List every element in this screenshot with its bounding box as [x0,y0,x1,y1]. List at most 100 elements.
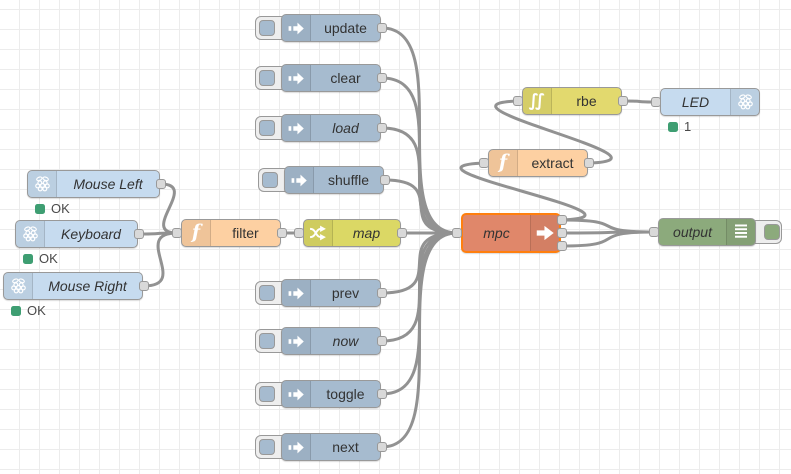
node-filter[interactable]: f filter [172,219,287,247]
node-label: update [324,20,367,36]
output-port-0[interactable] [377,442,387,452]
wire-extract-to-rbe[interactable] [494,99,613,165]
icon-region [726,219,755,245]
inject-arrow-icon [287,19,306,38]
output-port-0[interactable] [397,228,407,238]
input-port[interactable] [452,228,462,238]
icon-region [730,89,759,115]
node-now[interactable]: now [255,327,387,355]
output-port-0[interactable] [377,73,387,83]
node-next[interactable]: next [255,433,387,461]
inject-button[interactable] [259,20,275,36]
wire-mpc-to-extract[interactable] [459,161,587,222]
inject-button[interactable] [259,120,275,136]
node-body: next [281,433,381,461]
node-label: clear [330,70,361,86]
inject-button[interactable] [259,70,275,86]
node-label: Mouse Right [48,278,127,294]
wire-next-to-mpc[interactable] [381,231,458,449]
node-load[interactable]: load [255,114,387,142]
icon-region [304,220,333,246]
icon-region [282,15,311,41]
output-port-0[interactable] [134,229,144,239]
node-clear[interactable]: clear [255,64,387,92]
icon-region [285,167,314,193]
icon-region: f [489,150,518,176]
input-port[interactable] [651,97,661,107]
status-dot [23,254,33,264]
output-port-0[interactable] [584,158,594,168]
node-status: OK [35,202,70,215]
node-label: load [332,120,359,136]
node-mpc[interactable]: mpc [452,213,567,253]
node-shuffle[interactable]: shuffle [258,166,390,194]
output-port-0[interactable] [377,123,387,133]
node-body: shuffle [284,166,384,194]
wire-shuffle-to-mpc[interactable] [384,178,458,235]
output-port-0[interactable] [156,179,166,189]
output-port-2[interactable] [557,241,567,251]
raspberry-icon [21,225,40,244]
status-text: OK [39,251,58,266]
wire-mouse-right-to-filter[interactable] [143,231,178,288]
input-port[interactable] [649,227,659,237]
output-port-0[interactable] [377,336,387,346]
input-port[interactable] [172,228,182,238]
block-arrow-icon [534,222,556,244]
icon-region: ∫∫ [523,88,552,114]
hysteresis-icon: ∫∫ [528,90,546,111]
status-dot [35,204,45,214]
wire-mouse-left-to-filter[interactable] [160,182,178,235]
icon-region [4,273,33,299]
node-body: load [281,114,381,142]
node-output[interactable]: output [649,218,782,246]
output-port-0[interactable] [139,281,149,291]
node-label: map [352,225,381,241]
output-port-0[interactable] [377,23,387,33]
wire-rbe-to-led[interactable] [622,99,657,104]
output-port-0[interactable] [377,288,387,298]
icon-region [16,221,45,247]
icon-region [282,328,311,354]
inject-button[interactable] [259,439,275,455]
node-label: filter [232,225,259,241]
node-body: ∫∫rbe [522,87,622,115]
output-port-0[interactable] [557,215,567,225]
node-body: LED [660,88,760,116]
node-status: OK [11,303,46,318]
output-port-1[interactable] [557,228,567,238]
input-port[interactable] [479,158,489,168]
function-icon: f [191,220,201,243]
wire-mpc-to-output[interactable] [561,230,655,248]
inject-button[interactable] [262,172,278,188]
node-map[interactable]: map [294,219,407,247]
node-body: update [281,14,381,42]
node-toggle[interactable]: toggle [255,380,387,408]
node-rbe[interactable]: ∫∫rbe [513,87,628,115]
output-port-0[interactable] [277,228,287,238]
status-text: OK [27,303,46,318]
input-port[interactable] [513,96,523,106]
wire-load-to-mpc[interactable] [381,126,458,235]
output-port-0[interactable] [380,175,390,185]
node-update[interactable]: update [255,14,387,42]
icon-region: f [182,220,211,246]
status-dot [668,122,678,132]
wire-mpc-to-output[interactable] [561,218,655,234]
output-port-0[interactable] [618,96,628,106]
input-port[interactable] [294,228,304,238]
inject-button[interactable] [259,333,275,349]
icon-region [28,171,57,197]
node-prev[interactable]: prev [255,279,387,307]
debug-toggle-button[interactable] [764,224,780,240]
output-port-0[interactable] [377,389,387,399]
icon-region [282,115,311,141]
inject-button[interactable] [259,285,275,301]
inject-button[interactable] [259,386,275,402]
